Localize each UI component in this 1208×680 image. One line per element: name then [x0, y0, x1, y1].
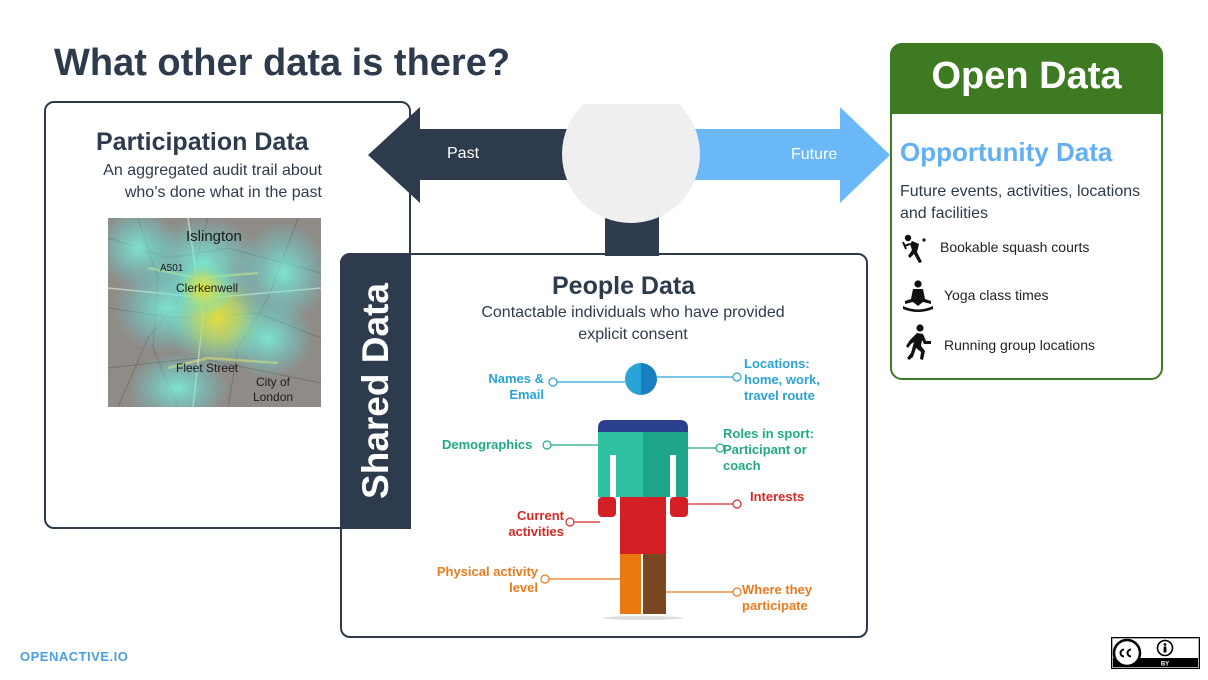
callout-where-line2: participate: [742, 598, 808, 613]
people-data-description: Contactable individuals who have provide…: [481, 304, 785, 343]
callout-roles-line3: coach: [723, 458, 761, 473]
map-label-city-of: City of: [256, 375, 291, 389]
callout-where-they-participate: Where they participate: [742, 582, 812, 614]
callout-locations-line1: Locations:: [744, 356, 810, 371]
squash-player-icon: [902, 234, 926, 263]
page-title: What other data is there?: [54, 42, 511, 84]
map-label-islington: Islington: [186, 228, 242, 245]
callout-names-email: Names & Email: [485, 371, 544, 403]
map-label-london: London: [253, 390, 294, 404]
heatmap-graphic: [108, 218, 321, 407]
participation-data-title: Participation Data: [96, 128, 309, 156]
shared-data-label: Shared Data: [354, 283, 396, 499]
map-label-fleet-street: Fleet Street: [176, 361, 239, 375]
past-arrow-label: Past: [447, 145, 480, 162]
callout-locations: Locations: home, work, travel route: [744, 356, 820, 404]
opportunity-data-description: Future events, activities, locations and…: [900, 183, 1141, 222]
callout-names-email-line1: Names &: [488, 371, 544, 386]
openactive-footer-link[interactable]: OPENACTIVE.IO: [20, 649, 129, 664]
callout-names-email-line2: Email: [509, 387, 544, 402]
person-data-figure: [540, 363, 742, 620]
map-label-clerkenwell: Clerkenwell: [176, 281, 239, 295]
open-data-header: [890, 43, 1163, 114]
shared-data-label-wrapper: Shared Data: [340, 253, 411, 529]
opportunity-data-title: Opportunity Data: [900, 137, 1113, 167]
past-arrow: [368, 107, 583, 203]
participation-data-description: An aggregated audit trail about who’s do…: [103, 162, 322, 201]
callout-physical-activity-line1: Physical activity: [436, 564, 538, 579]
callout-current-activities-line1: Current: [517, 508, 564, 523]
callout-current-activities: Current activities: [498, 508, 564, 540]
shared-data-tab: [340, 253, 411, 529]
opportunity-item-squash: Bookable squash courts: [940, 239, 1090, 255]
open-data-title: Open Data: [931, 55, 1122, 97]
callout-interests: Interests: [750, 489, 805, 504]
callout-roles-line2: Participant or: [723, 442, 807, 457]
opportunity-item-running: Running group locations: [944, 337, 1095, 353]
callout-physical-activity-line2: level: [509, 580, 538, 595]
creative-commons-by-badge: BY: [1111, 637, 1200, 669]
people-data-title: People Data: [552, 272, 696, 300]
callout-roles-in-sport: Roles in sport: Participant or coach: [723, 426, 814, 474]
future-arrow-label: Future: [791, 146, 838, 163]
callout-roles-line1: Roles in sport:: [723, 426, 815, 441]
callout-where-line1: Where they: [742, 582, 813, 597]
callout-locations-line3: travel route: [744, 388, 815, 403]
callout-current-activities-line2: activities: [508, 524, 564, 539]
future-arrow: [678, 107, 890, 203]
yoga-pose-icon: [903, 280, 933, 312]
opportunity-item-yoga: Yoga class times: [944, 287, 1049, 303]
callout-physical-activity-level: Physical activity level: [420, 564, 538, 596]
callout-demographics: Demographics: [442, 437, 533, 452]
runner-icon: [906, 324, 931, 360]
past-future-arrows: [368, 104, 890, 256]
cc-by-text: BY: [1161, 662, 1169, 668]
map-label-road: A501: [160, 263, 184, 274]
participation-heatmap-map: Islington A501 Clerkenwell Fleet Street …: [108, 218, 321, 407]
connector-hub-circle: [562, 104, 700, 223]
callout-locations-line2: home, work,: [744, 372, 820, 387]
